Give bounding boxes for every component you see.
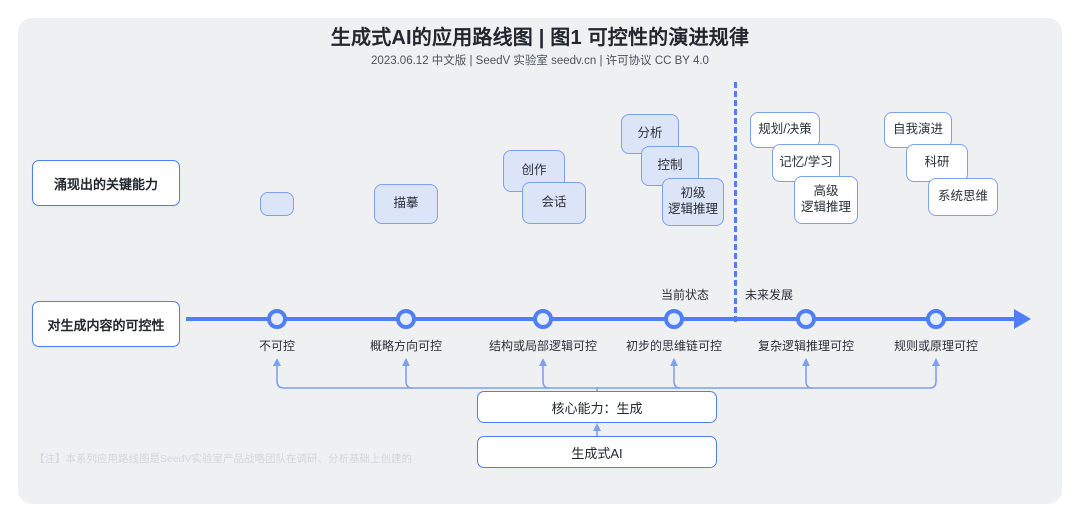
timeline-arrow-icon xyxy=(1014,309,1031,329)
timeline-node[interactable] xyxy=(533,309,553,329)
row-label-emergent-ability: 涌现出的关键能力 xyxy=(32,160,180,206)
timeline-node-label: 概略方向可控 xyxy=(369,339,443,353)
timeline-node[interactable] xyxy=(664,309,684,329)
timeline-node-label: 结构或局部逻辑可控 xyxy=(488,339,598,353)
ability-box: 记忆/学习 xyxy=(772,144,840,182)
footnote: 【注】本系列应用路线图是SeedV实验室产品战略团队在调研、分析基础上创建的 xyxy=(34,453,413,465)
timeline-axis xyxy=(186,317,1022,321)
ability-box: 系统思维 xyxy=(928,178,998,216)
generative-ai-box: 生成式AI xyxy=(477,436,717,468)
current-future-divider xyxy=(734,82,737,322)
ability-box: 高级 逻辑推理 xyxy=(794,176,858,224)
ability-box xyxy=(260,192,294,216)
timeline-node[interactable] xyxy=(796,309,816,329)
ability-box: 会话 xyxy=(522,182,586,224)
timeline-node-label: 初步的思维链可控 xyxy=(625,339,723,353)
diagram-canvas xyxy=(18,18,1062,504)
timeline-node-label: 规则或原理可控 xyxy=(893,339,979,353)
ability-box: 描摹 xyxy=(374,184,438,224)
timeline-node-label: 复杂逻辑推理可控 xyxy=(757,339,855,353)
timeline-node[interactable] xyxy=(267,309,287,329)
phase-label-current: 当前状态 xyxy=(661,288,710,302)
timeline-node[interactable] xyxy=(926,309,946,329)
ability-box: 规划/决策 xyxy=(750,112,820,148)
ability-box: 科研 xyxy=(906,144,968,182)
ability-box: 自我演进 xyxy=(884,112,952,148)
ability-box: 初级 逻辑推理 xyxy=(662,178,724,226)
phase-label-future: 未来发展 xyxy=(745,288,794,302)
page-subtitle: 2023.06.12 中文版 | SeedV 实验室 seedv.cn | 许可… xyxy=(371,55,709,67)
page-title: 生成式AI的应用路线图 | 图1 可控性的演进规律 xyxy=(330,27,750,49)
timeline-node-label: 不可控 xyxy=(258,339,296,353)
timeline-node[interactable] xyxy=(396,309,416,329)
core-capability-box: 核心能力：生成 xyxy=(477,391,717,423)
row-label-controllability: 对生成内容的可控性 xyxy=(32,301,180,347)
